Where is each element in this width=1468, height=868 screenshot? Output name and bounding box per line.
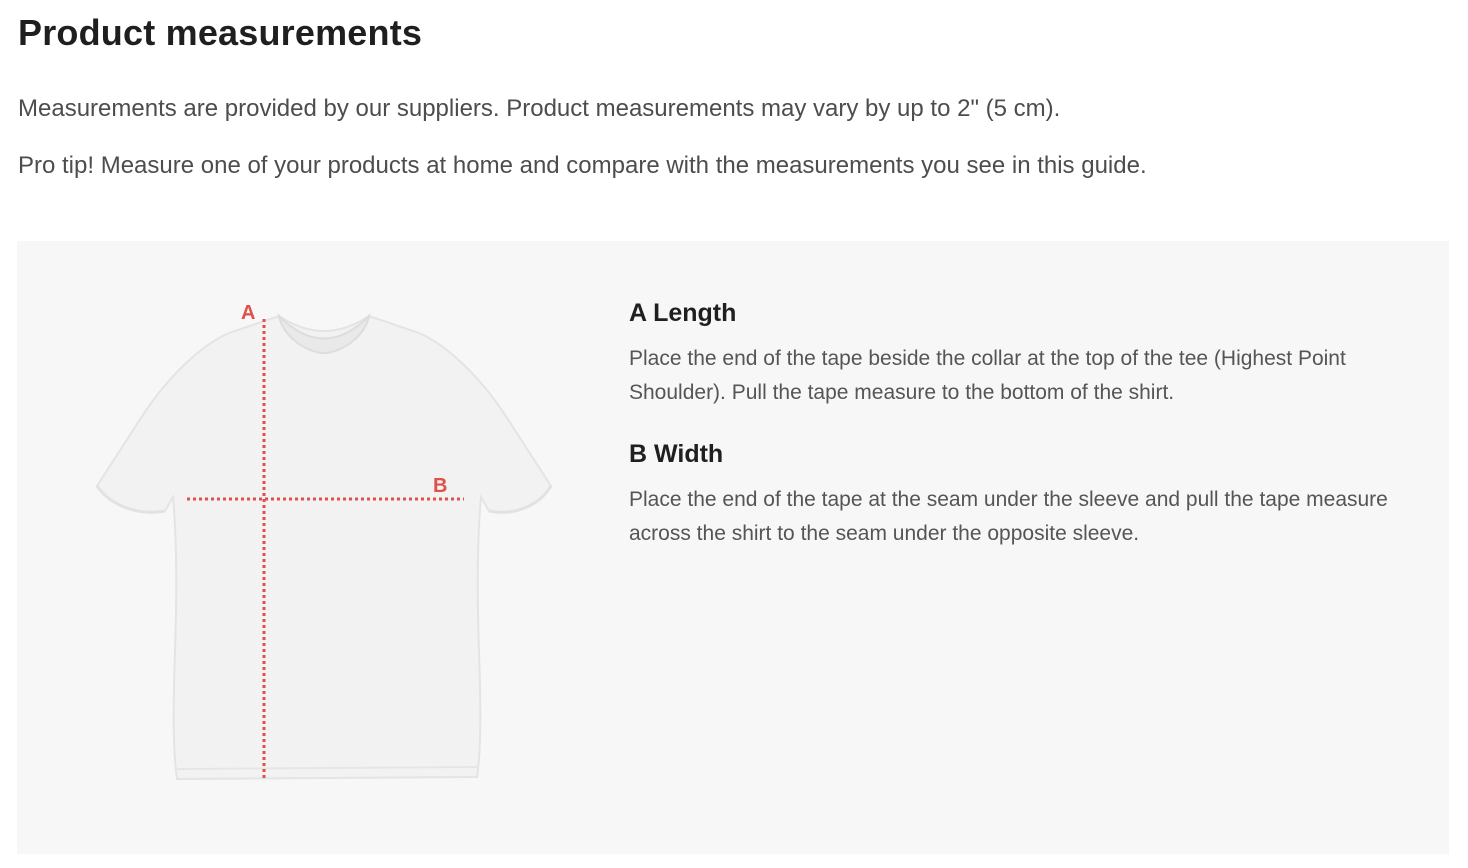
bottom-hem xyxy=(176,766,478,770)
measurement-b-block: B Width Place the end of the tape at the… xyxy=(629,440,1409,551)
measurement-a-block: A Length Place the end of the tape besid… xyxy=(629,299,1409,410)
t-shirt-illustration xyxy=(95,312,553,781)
marker-b-label: B xyxy=(433,475,447,497)
left-sleeve-hem xyxy=(95,485,166,514)
measurement-descriptions: A Length Place the end of the tape besid… xyxy=(629,299,1409,551)
measurement-a-description: Place the end of the tape beside the col… xyxy=(629,347,1346,404)
t-shirt-diagram: A B xyxy=(89,291,559,791)
marker-a-label: A xyxy=(241,302,255,324)
right-sleeve-hem xyxy=(488,485,553,514)
intro-text-suppliers: Measurements are provided by our supplie… xyxy=(18,95,1061,122)
measurement-guide-panel: A B A Length Place the end of the tape b… xyxy=(17,241,1449,854)
t-shirt-body xyxy=(95,314,553,781)
measurement-b-description: Place the end of the tape at the seam un… xyxy=(629,488,1388,545)
intro-text-pro-tip: Pro tip! Measure one of your products at… xyxy=(18,152,1147,179)
t-shirt-collar xyxy=(277,312,371,355)
measurement-a-heading: A Length xyxy=(629,299,737,327)
page-title: Product measurements xyxy=(18,12,423,53)
measurement-b-heading: B Width xyxy=(629,440,724,468)
